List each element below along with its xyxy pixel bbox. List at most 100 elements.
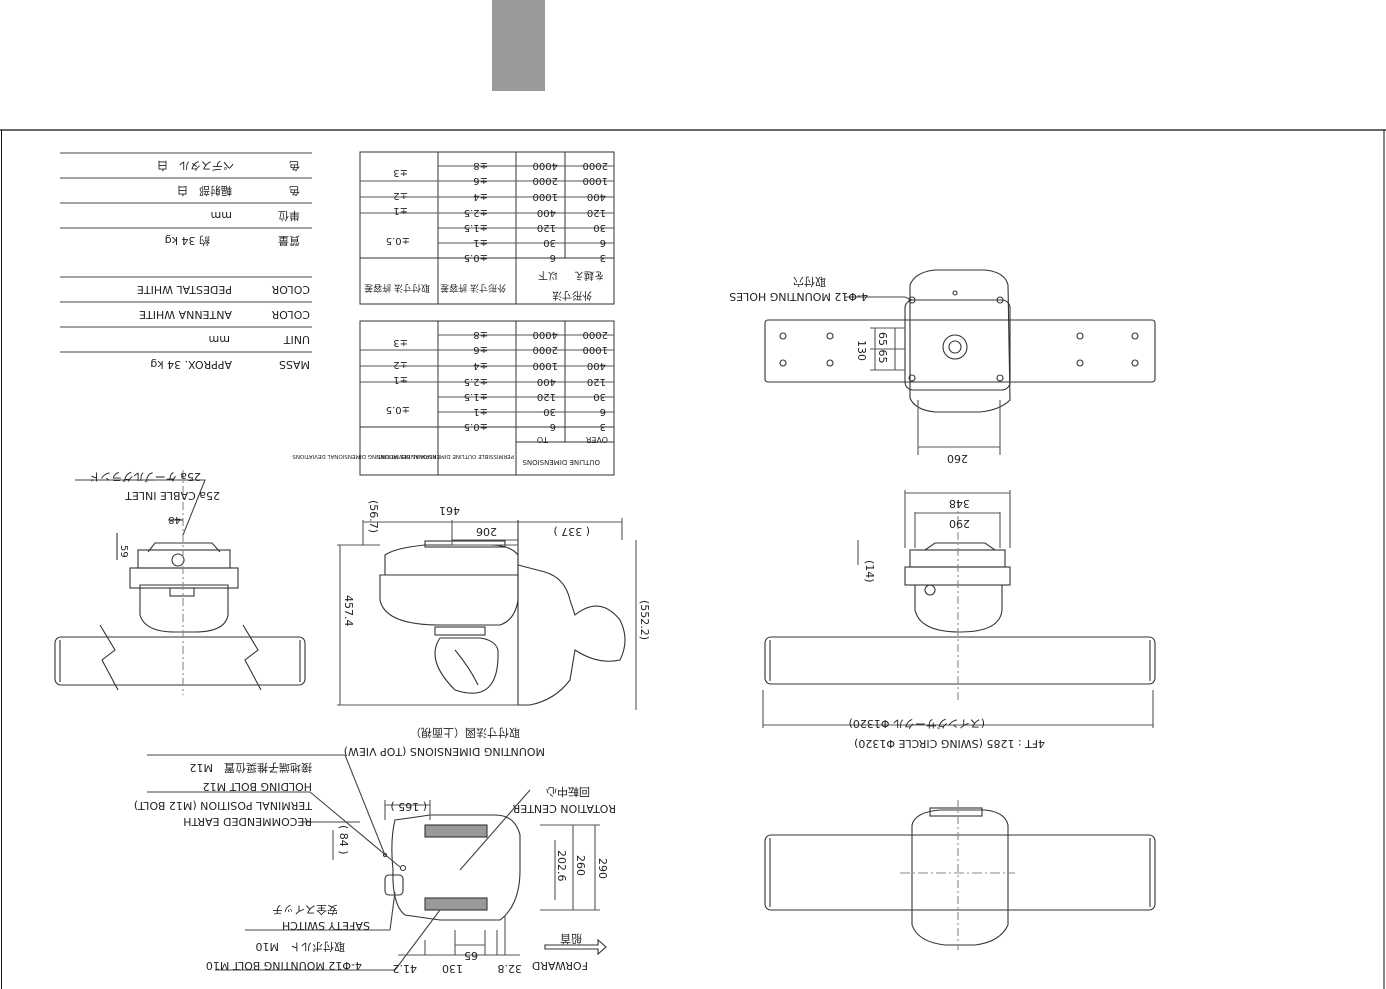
tol-en-mount-2: ±2: [393, 359, 408, 370]
spec-jp-label-1: 単位: [278, 209, 300, 223]
tol-jp-dev-4: ±4: [473, 191, 488, 202]
dim-260-right-label: 260: [947, 452, 968, 465]
tol-en-h-to: TO: [537, 435, 549, 444]
tol-jp-over-5: 1000: [583, 175, 608, 186]
dim-4574-label: 457.4: [342, 595, 355, 627]
tol-jp-to-0: 6: [550, 252, 556, 263]
tol-en-mount-1: ±1: [393, 374, 408, 385]
dim-48-label: 48: [168, 514, 181, 525]
safety-switch-jp-label: 安全スイッチ: [272, 903, 338, 917]
dim-348-label: 348: [949, 497, 970, 510]
dim-65-label: 65: [464, 949, 478, 962]
right-front-view-labels: 348 290 (14) (スイングサークル Φ1320) 4FT : 1285…: [849, 497, 1045, 750]
tol-jp-to-1: 30: [543, 237, 556, 248]
dim-59-label: 59: [118, 545, 129, 558]
tol-en-dev-0: ±0.5: [464, 421, 488, 432]
right-bottom-view-drawing: [764, 800, 1156, 950]
dim-260-label: 260: [574, 855, 587, 876]
tol-en-to-1: 30: [543, 406, 556, 417]
spec-jp-label-2: 色: [289, 184, 300, 198]
spec-jp-value-2: 輻射部 白: [177, 184, 232, 198]
spec-en-label-0: MASS: [279, 358, 310, 371]
mounting-holes-en-label: 4-Φ12 MOUNTING HOLES: [729, 290, 868, 303]
right-top-view-drawing: [764, 269, 1156, 455]
tol-jp-to-6: 4000: [533, 160, 558, 171]
tol-en-over-3: 120: [587, 376, 606, 387]
tol-en-mount-0: ±0.5: [386, 404, 410, 415]
rotation-center-en-label: ROTATION CENTER: [512, 802, 616, 815]
forward-en-label: FORWARD: [532, 959, 588, 972]
tol-en-over-1: 6: [600, 406, 606, 417]
spec-en-label-1: UNIT: [283, 333, 310, 346]
tol-en-to-0: 6: [550, 421, 556, 432]
holding-bolt-label: HOLDING BOLT M12: [203, 780, 312, 793]
side-view-labels: 25a CABLE INLET 25a ケーブルグランド 48 59: [89, 470, 220, 558]
dim-130-right-label: 130: [855, 340, 868, 361]
tol-en-dev-3: ±2.5: [464, 376, 488, 387]
tol-jp-over-0: 3: [600, 252, 606, 263]
dim-165-label: ( 165 ): [390, 800, 427, 813]
tol-jp-to-3: 400: [537, 207, 556, 218]
earth-terminal-en-label-1: TERMINAL POSITION (M12 BOLT): [134, 799, 313, 812]
dim-84-label: ( 84 ): [337, 825, 350, 855]
spec-jp-value-3: ペデスタル 白: [157, 159, 234, 173]
tol-jp-to-4: 1000: [533, 191, 558, 202]
spec-en-block: MASS APPROX. 34 kg UNIT mm COLOR ANTENNA…: [60, 276, 312, 371]
mounting-view-labels: 461 (56.7) 206 ( 337 ) 457.4 (552.2) MOU…: [342, 500, 651, 758]
dim-337-label: ( 337 ): [553, 525, 590, 538]
tol-en-h-outline: OUTLINE DIMENSIONS: [522, 458, 600, 466]
dim-2026-label: 202.6: [555, 850, 568, 882]
tol-en-to-2: 120: [537, 391, 556, 402]
tol-jp-over-1: 6: [600, 237, 606, 248]
grey-tab: [492, 0, 545, 91]
right-front-view-drawing: [762, 490, 1156, 728]
tol-en-to-3: 400: [537, 376, 556, 387]
tol-en-over-4: 400: [587, 360, 606, 371]
tol-jp-over-2: 30: [593, 222, 606, 233]
mounting-dimensions-title-en: MOUNTING DIMENSIONS (TOP VIEW): [344, 745, 545, 758]
tol-jp-h-to: 以下: [538, 269, 558, 280]
spec-en-value-1: mm: [209, 333, 230, 346]
spec-jp-label-0: 質量: [278, 234, 300, 248]
tol-jp-mount-2: ±2: [393, 190, 408, 201]
tol-en-dev-4: ±4: [473, 360, 488, 371]
right-top-view-labels: 取付穴 4-Φ12 MOUNTING HOLES 65 65 130 260: [729, 275, 968, 465]
spec-jp-value-0: 約 34 kg: [165, 234, 210, 248]
tol-jp-dev-1: ±1: [473, 237, 488, 248]
tol-en-dev-1: ±1: [473, 406, 488, 417]
dim-130-label: 130: [442, 962, 463, 975]
earth-terminal-en-label-2: RECOMMENDED EARTH: [183, 815, 312, 828]
spec-jp-label-3: 色: [289, 159, 300, 173]
tol-jp-over-6: 2000: [583, 160, 608, 171]
tol-jp-dev-0: ±0.5: [464, 252, 488, 263]
top-view-drawing: [147, 754, 607, 971]
spec-en-label-2: COLOR: [271, 308, 310, 321]
top-view-labels: 接地端子推奨位置 M12 HOLDING BOLT M12 TERMINAL P…: [134, 761, 616, 975]
tol-en-to-4: 1000: [533, 360, 558, 371]
tol-en-dev-2: ±1.5: [464, 391, 488, 402]
tol-jp-mount-0: ±0.5: [386, 235, 410, 246]
tol-en-to-5: 2000: [533, 344, 558, 355]
tol-jp-over-3: 120: [587, 207, 606, 218]
spec-en-value-2: ANTENNA WHITE: [139, 308, 232, 321]
spec-en-value-0: APPROX. 34 kg: [150, 358, 232, 371]
tolerance-table-en: 3 6 ±0.5 6 30 ±1 30 120 ±1.5 120 400 ±2.…: [292, 320, 615, 476]
tol-jp-to-5: 2000: [533, 175, 558, 186]
dim-290-right-label: 290: [949, 517, 970, 530]
safety-switch-en-label: SAFETY SWITCH: [282, 919, 370, 932]
tol-en-h-mount-dev: PERMISSIBLE MOUNTING DIMENSIONAL DEVIATI…: [292, 453, 436, 459]
tol-en-dev-5: ±6: [473, 344, 488, 355]
tol-jp-h-outline: 外形寸法: [552, 289, 592, 302]
rotation-center-jp-label: 回転中心: [546, 785, 590, 798]
tol-en-h-over: OVER: [585, 435, 608, 444]
mounting-bolt-en-label: 4-Φ12 MOUNTING BOLT M10: [206, 959, 362, 972]
dim-290-label: 290: [596, 858, 609, 879]
swing-circle-jp-label: (スイングサークル Φ1320): [849, 717, 985, 731]
side-view-drawing: [54, 470, 306, 695]
tol-jp-dev-3: ±2.5: [464, 207, 488, 218]
spec-en-label-3: COLOR: [271, 283, 310, 296]
mounting-dimensions-title-jp: 取付寸法図（上面視）: [410, 726, 520, 740]
tol-jp-mount-3: ±3: [393, 167, 408, 178]
